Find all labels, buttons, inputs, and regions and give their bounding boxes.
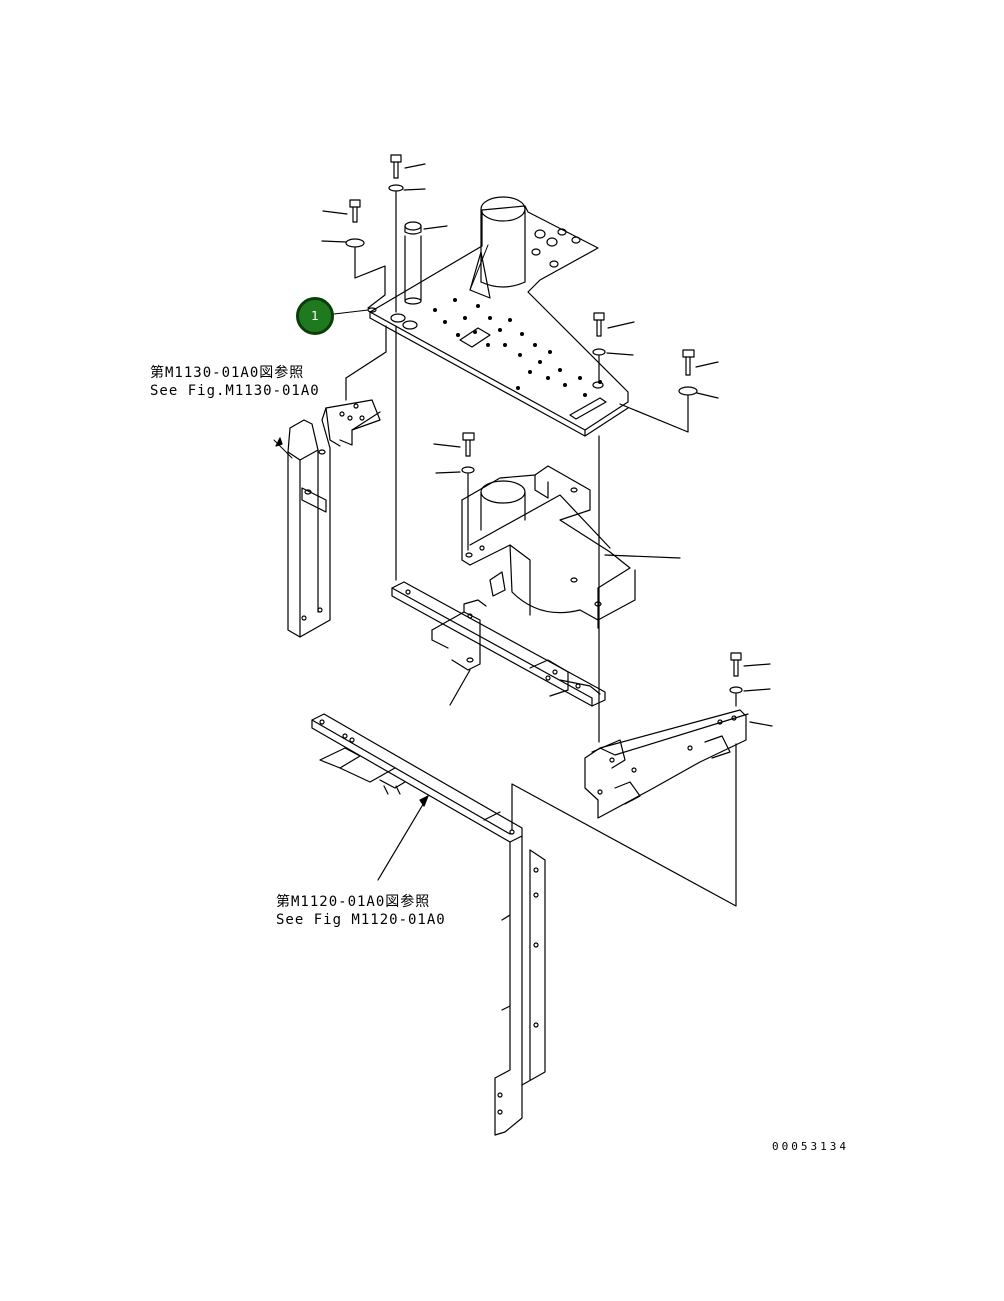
reference-line-jp: 第M1120-01A0図参照 [276, 894, 431, 910]
main-mounting-plate [367, 196, 629, 437]
cross-member [391, 581, 606, 707]
center-tube-bracket [461, 465, 681, 629]
left-vertical-bracket [273, 325, 387, 638]
lower-rail-and-post [311, 713, 546, 1136]
leader-lines [333, 244, 489, 315]
lower-right-frame [511, 709, 773, 907]
hardware-bolts [321, 154, 771, 743]
reference-line-jp: 第M1130-01A0図参照 [150, 365, 305, 381]
reference-line-en: See Fig.M1130-01A0 [150, 383, 320, 399]
callout-badge-1[interactable]: 1 [296, 297, 334, 335]
reference-label-m1130: 第M1130-01A0図参照 See Fig.M1130-01A0 [150, 364, 320, 400]
reference-label-m1120: 第M1120-01A0図参照 See Fig M1120-01A0 [276, 893, 446, 929]
reference-line-en: See Fig M1120-01A0 [276, 912, 446, 928]
document-id: 00053134 [772, 1140, 849, 1153]
